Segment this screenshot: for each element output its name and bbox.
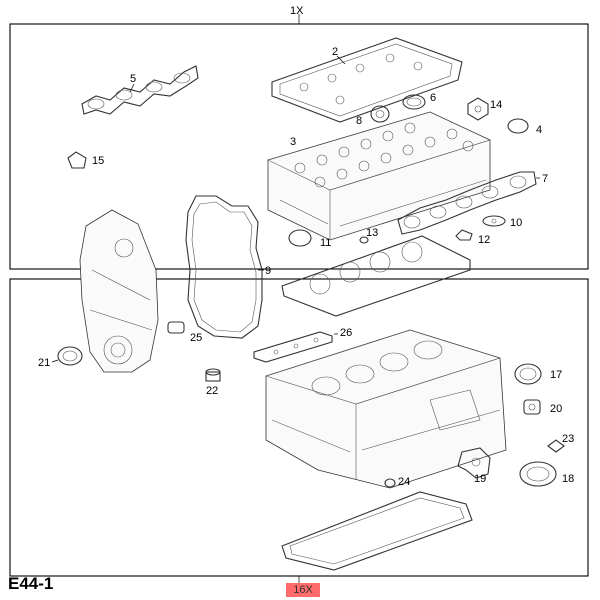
callout-20[interactable]: 20 xyxy=(550,403,562,415)
timing-cover xyxy=(79,209,159,373)
part-5-intake-manifold-gasket[interactable] xyxy=(81,65,199,115)
part-7-exhaust-manifold-gasket[interactable] xyxy=(397,171,537,235)
callout-15[interactable]: 15 xyxy=(92,155,104,167)
part-23-gasket[interactable] xyxy=(547,439,565,453)
part-2-valve-cover-gasket[interactable] xyxy=(271,37,463,123)
part-25-gasket[interactable] xyxy=(167,321,185,334)
part-14-flange-gasket[interactable] xyxy=(467,97,489,121)
part-19-flange-gasket[interactable] xyxy=(457,447,491,479)
callout-9[interactable]: 9 xyxy=(265,265,271,277)
callout-11[interactable]: 11 xyxy=(320,237,331,249)
callout-21[interactable]: 21 xyxy=(38,357,50,369)
part-1-cylinder-head-gasket[interactable] xyxy=(281,235,471,317)
top-group-qty: 1X xyxy=(290,5,304,17)
part-8-seal[interactable] xyxy=(370,105,390,123)
callout-24[interactable]: 24 xyxy=(398,476,410,488)
part-10-gasket[interactable] xyxy=(482,215,506,227)
callout-14[interactable]: 14 xyxy=(490,99,502,111)
callout-19[interactable]: 19 xyxy=(474,473,486,485)
part-13-seal[interactable] xyxy=(359,236,369,244)
part-3-cylinder-head[interactable] xyxy=(267,111,491,241)
part-21-crankshaft-seal[interactable] xyxy=(57,346,83,366)
part-22-plug[interactable] xyxy=(205,368,221,382)
part-12-gasket[interactable] xyxy=(455,229,473,241)
callout-23[interactable]: 23 xyxy=(562,433,574,445)
part-4-o-ring[interactable] xyxy=(507,118,529,134)
callout-10[interactable]: 10 xyxy=(510,217,522,229)
callout-8[interactable]: 8 xyxy=(356,115,362,127)
part-6-seal-ring[interactable] xyxy=(402,94,426,110)
part-18-round-gasket[interactable] xyxy=(519,461,557,487)
part-17-rear-main-seal[interactable] xyxy=(514,363,542,385)
part-26-strip-gasket[interactable] xyxy=(253,331,333,363)
callout-18[interactable]: 18 xyxy=(562,473,574,485)
bottom-group-qty-badge: 16X xyxy=(286,583,320,597)
callout-5[interactable]: 5 xyxy=(130,73,136,85)
callout-2[interactable]: 2 xyxy=(332,46,338,58)
part-11-o-ring[interactable] xyxy=(288,229,312,247)
callout-25[interactable]: 25 xyxy=(190,332,202,344)
part-15-gasket[interactable] xyxy=(67,151,87,169)
callout-17[interactable]: 17 xyxy=(550,369,562,381)
callout-3[interactable]: 3 xyxy=(290,136,296,148)
part-9-timing-cover-gasket[interactable] xyxy=(185,195,263,339)
callout-7[interactable]: 7 xyxy=(542,173,548,185)
engine-block xyxy=(265,329,507,489)
oil-pan-gasket xyxy=(281,491,473,571)
callout-4[interactable]: 4 xyxy=(536,124,542,136)
callout-12[interactable]: 12 xyxy=(478,234,490,246)
diagram-code: E44-1 xyxy=(8,574,54,593)
part-20-housing-gasket[interactable] xyxy=(523,399,541,415)
part-24-o-ring[interactable] xyxy=(384,478,396,488)
callout-22[interactable]: 22 xyxy=(206,385,218,397)
callout-6[interactable]: 6 xyxy=(430,92,436,104)
callout-26[interactable]: 26 xyxy=(340,327,352,339)
callout-13[interactable]: 13 xyxy=(366,227,378,239)
